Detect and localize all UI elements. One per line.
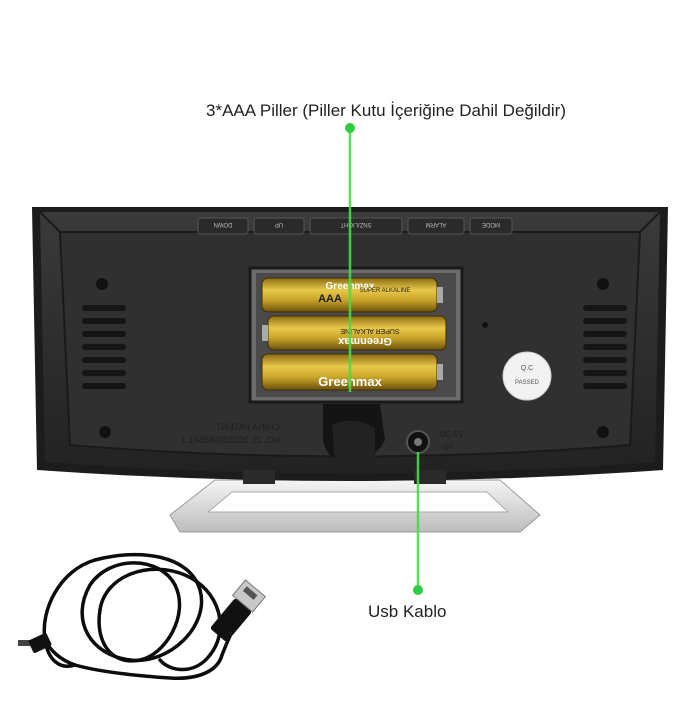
dc-label-polarity: -◎+	[440, 442, 455, 451]
button-alarm[interactable]	[407, 217, 465, 235]
button-up-label: UP	[275, 221, 283, 227]
battery-3: Greenmax	[261, 353, 443, 391]
usb-cable	[42, 552, 240, 680]
callout-cable	[413, 452, 423, 595]
button-snz-light-label: SNZ/LIGHT	[340, 221, 372, 227]
stand	[169, 479, 541, 533]
battery-annotation-label: 3*AAA Piller (Piller Kutu İçeriğine Dahi…	[206, 101, 566, 120]
button-snz-light[interactable]	[309, 217, 403, 235]
button-up[interactable]	[253, 217, 305, 235]
button-down[interactable]	[197, 217, 249, 235]
callout-dot-bottom	[413, 585, 423, 595]
battery-1-subtitle: SUPER ALKALINE	[360, 288, 411, 294]
callout-batteries	[345, 123, 355, 392]
right-foot	[414, 470, 446, 484]
battery-1: Greenmax AAA SUPER ALKALINE	[261, 277, 443, 313]
qc-sticker-subtitle: PASSED	[515, 380, 540, 386]
dc-jack: DC 5V -◎+	[406, 430, 464, 454]
qc-sticker-title: Q.C	[521, 365, 533, 372]
battery-2: Greenmax SUPER ALKALINE	[262, 315, 447, 351]
left-foot	[243, 470, 275, 484]
usb-plug	[210, 579, 267, 642]
screw-holes	[96, 278, 609, 438]
patent-text: CHINA PATENT NO. ZL 201330068541.1	[181, 422, 280, 445]
kickstand-hinge	[323, 404, 385, 465]
button-down-label: DOWN	[214, 221, 233, 227]
battery-2-subtitle: SUPER ALKALINE	[340, 327, 399, 334]
cable-annotation-label: Usb Kablo	[368, 602, 447, 621]
button-alarm-label: ALARM	[426, 221, 447, 227]
left-speaker-vents	[82, 305, 126, 389]
patent-line-1: CHINA PATENT	[215, 422, 280, 432]
callout-dot-top	[345, 123, 355, 133]
right-speaker-vents	[583, 305, 627, 389]
button-mode-label: MODE	[482, 221, 500, 227]
battery-1-type: AAA	[318, 293, 342, 305]
dc-label-voltage: DC 5V	[440, 430, 464, 439]
top-buttons: DOWN UP SNZ/LIGHT ALARM MODE	[197, 217, 513, 235]
dc-plug	[18, 633, 52, 653]
qc-sticker: Q.C PASSED	[502, 351, 552, 401]
button-mode[interactable]	[469, 217, 513, 235]
battery-2-brand: Greenmax	[337, 335, 392, 347]
patent-line-2: NO. ZL 201330068541.1	[181, 435, 280, 445]
